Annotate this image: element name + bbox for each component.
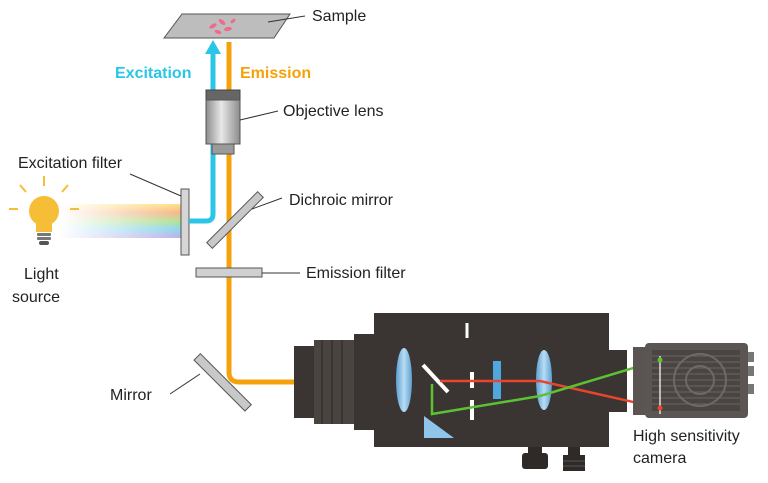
camera-label-line1: High sensitivity (633, 428, 740, 445)
objective-lens-leader (239, 110, 279, 121)
green-light-path (430, 358, 661, 416)
cells-icon (209, 18, 236, 35)
excitation-filter (180, 188, 190, 256)
splitter-unit (294, 313, 627, 471)
excitation-light-path (189, 52, 216, 224)
objective-lens (205, 89, 241, 155)
dichroic-mirror-leader (251, 197, 283, 210)
emission-label: Emission (240, 65, 311, 82)
collimating-lens (396, 348, 412, 412)
emission-light-path (226, 42, 425, 385)
objective-lens-label: Objective lens (283, 103, 384, 120)
beam-splitter (421, 363, 450, 394)
dichroic-mirror-label: Dichroic mirror (289, 192, 394, 209)
light-bulb-icon (9, 176, 79, 245)
light-source-label-line2: source (12, 289, 60, 306)
excitation-filter-leader (129, 173, 182, 197)
excitation-arrowhead (205, 40, 221, 54)
camera-label-line2: camera (633, 450, 686, 467)
excitation-label: Excitation (115, 65, 191, 82)
prism (424, 416, 454, 438)
camera-icon (633, 343, 754, 418)
sample-label: Sample (312, 8, 366, 25)
excitation-filter-label: Excitation filter (18, 155, 123, 172)
sample-slide (163, 13, 291, 39)
emission-filter-label: Emission filter (306, 265, 406, 282)
light-source-label-line1: Light (24, 266, 59, 283)
mirror-leader (169, 373, 201, 395)
white-light-beam (60, 204, 182, 238)
emission-filter (195, 267, 263, 278)
dichroic-mirror (206, 191, 264, 249)
red-light-path (440, 379, 661, 410)
sample-leader (267, 15, 306, 23)
mirror (193, 353, 252, 412)
mirror-label: Mirror (110, 387, 152, 404)
